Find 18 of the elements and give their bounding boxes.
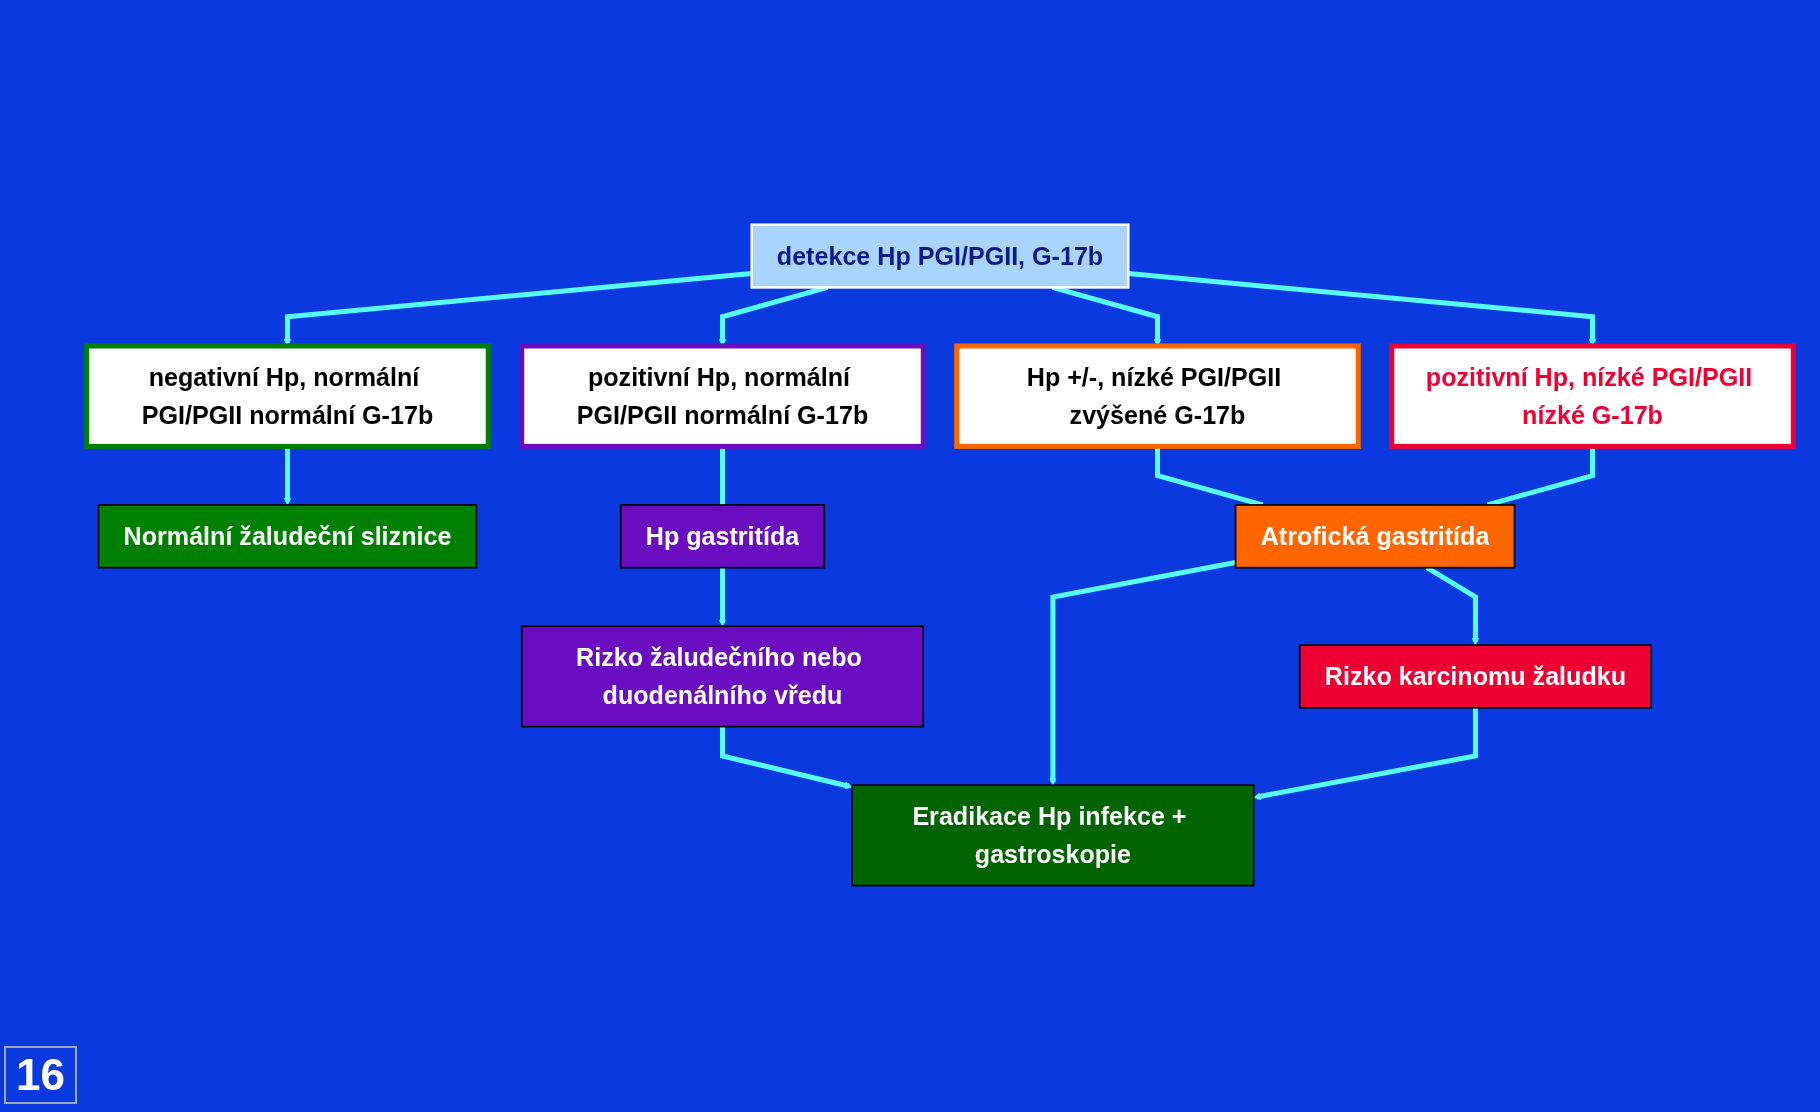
node-box: Rizko žaludečního nebo duodenálního vředu: [520, 625, 925, 728]
arrow: [1253, 707, 1478, 800]
slide-number: 16: [4, 1046, 77, 1104]
arrow: [718, 567, 727, 627]
arrow: [283, 446, 292, 506]
node-box: Hp +/-, nízké PGI/PGII zvýšené G-17b: [954, 343, 1361, 449]
arrow: [1049, 559, 1236, 786]
node-box: Eradikace Hp infekce + gastroskopie: [851, 784, 1255, 887]
node-box: Normální žaludeční sliznice: [97, 503, 478, 569]
node-box: pozitivní Hp, normální PGI/PGII normální G-17b: [519, 343, 926, 449]
arrow: [720, 726, 853, 789]
node-box: Rizko karcinomu žaludku: [1298, 644, 1652, 709]
connector: [720, 446, 725, 505]
node-box: detekce Hp PGI/PGII, G-17b: [750, 223, 1130, 289]
node-box: pozitivní Hp, nízké PGI/PGII nízké G-17b: [1389, 343, 1796, 449]
node-box: negativní Hp, normální PGI/PGII normální G-17b: [84, 343, 491, 449]
node-box: Atrofická gastritída: [1234, 503, 1516, 569]
node-box: Hp gastritída: [619, 503, 826, 569]
